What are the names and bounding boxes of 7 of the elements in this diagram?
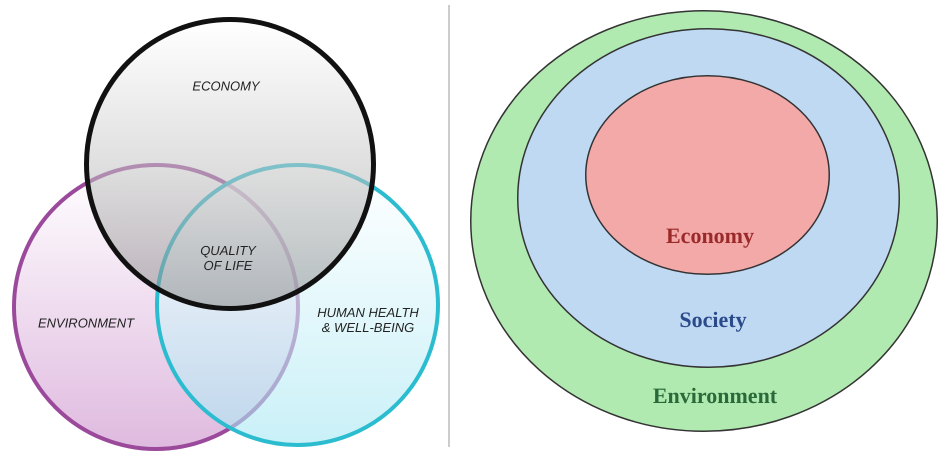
circle-label: Society	[679, 307, 747, 333]
circle-label: Environment	[652, 383, 778, 409]
overlap-label: QUALITY OF LIFE	[199, 243, 258, 273]
circle-label: ECONOMY	[191, 78, 262, 94]
circle-label: ENVIRONMENT	[36, 316, 136, 330]
circle-label: Economy	[666, 223, 754, 249]
circle-label: HUMAN HEALTH & WELL-BEING	[316, 305, 420, 335]
